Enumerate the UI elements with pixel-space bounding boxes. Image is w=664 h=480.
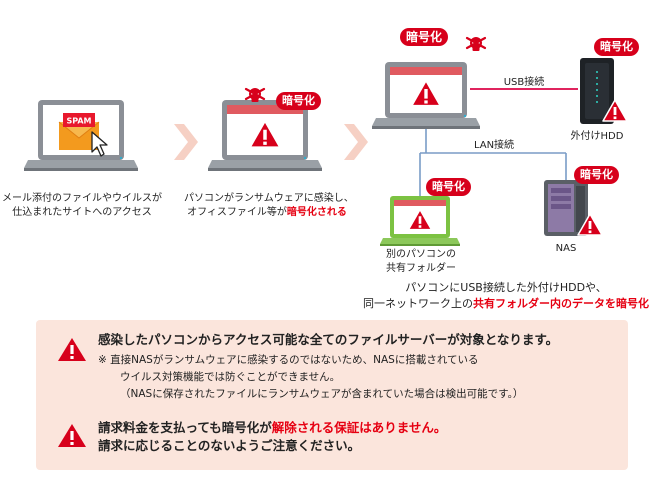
diagram-canvas: SPAM: [24, 35, 628, 246]
notice1-title: 感染したパソコンからアクセス可能な全てのファイルサーバーが対象となります。: [98, 332, 559, 347]
encrypted-badge-laptop2: 暗号化: [276, 92, 321, 110]
lan-label: LAN接続: [473, 140, 515, 151]
encrypted-badge-nas: 暗号化: [574, 166, 619, 184]
notice-panel: 感染したパソコンからアクセス可能な全てのファイルサーバーが対象となります。 ※ …: [36, 320, 628, 470]
encrypted-highlight: 暗号化される: [286, 207, 347, 218]
step2-label: パソコンがランサムウェアに感染し、 オフィスファイル等が暗号化される: [184, 193, 354, 218]
notice1-detail-3: （NASに保存されたファイルにランサムウェアが含まれていた場合は検出可能です。）: [120, 388, 524, 400]
spam-label: SPAM: [66, 117, 91, 126]
encrypted-badge-shared-pc: 暗号化: [426, 178, 471, 196]
encrypted-badge-central: 暗号化: [400, 28, 449, 46]
shared-folder-label: 別のパソコンの 共有フォルダー: [386, 249, 456, 274]
notice1-detail-1: ※ 直接NASがランサムウェアに感染するのではないため、NASに搭載されている: [98, 354, 479, 366]
warning-icon-notice1: [58, 338, 86, 361]
warning-icon-notice2: [58, 424, 86, 447]
skull-icon-laptop2: [244, 86, 266, 104]
network-summary: パソコンにUSB接続した外付けHDDや、 同一ネットワーク上の共有フォルダー内の…: [363, 281, 649, 310]
skull-icon-central: [465, 35, 487, 53]
lan-connection-lines: [419, 129, 567, 196]
step1-label: メール添付のファイルやウイルスが 仕込まれたサイトへのアクセス: [2, 193, 162, 218]
usb-label: USB接続: [503, 77, 545, 88]
notice2-line2: 請求に応じることのないようご注意ください。: [98, 438, 361, 453]
cursor-icon: [91, 131, 108, 157]
notice2-line1: 請求料金を支払っても暗号化が解除される保証はありません。: [98, 420, 447, 435]
encrypted-badge-hdd: 暗号化: [594, 38, 639, 56]
step-arrow-1: [174, 124, 198, 160]
hdd-label: 外付けHDD: [570, 131, 624, 142]
step-arrow-2: [344, 124, 368, 160]
summary-highlight: 共有フォルダー内のデータを暗号化: [473, 297, 649, 310]
notice2-highlight: 解除される保証はありません。: [271, 420, 447, 435]
external-hdd-device: [580, 58, 614, 124]
nas-label: NAS: [555, 243, 577, 254]
notice1-detail-2: ウイルス対策機能では防ぐことができません。: [120, 371, 341, 383]
nas-device: [544, 180, 588, 236]
